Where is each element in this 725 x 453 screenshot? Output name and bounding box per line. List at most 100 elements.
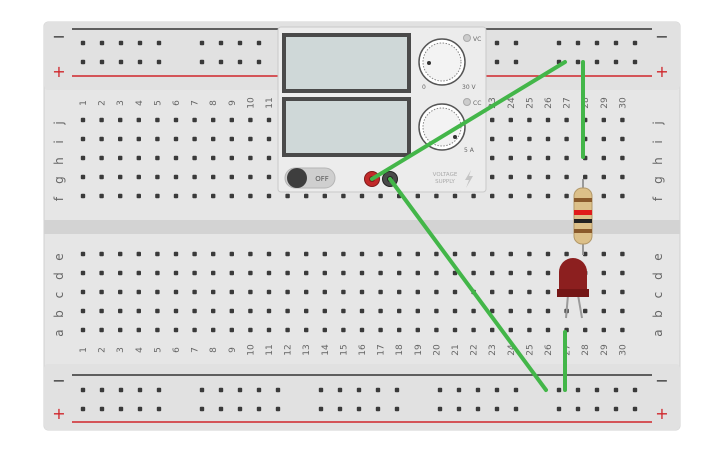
terminal-hole[interactable] [397, 270, 402, 276]
rail-hole[interactable] [475, 406, 481, 412]
terminal-hole[interactable] [173, 308, 179, 314]
terminal-hole[interactable] [266, 155, 272, 161]
terminal-hole[interactable] [80, 308, 86, 314]
terminal-hole[interactable] [564, 174, 569, 180]
terminal-hole[interactable] [285, 193, 290, 199]
terminal-hole[interactable] [397, 289, 402, 295]
terminal-hole[interactable] [527, 289, 532, 295]
terminal-hole[interactable] [601, 136, 606, 142]
terminal-hole[interactable] [266, 270, 272, 276]
terminal-hole[interactable] [378, 193, 383, 199]
rail-hole[interactable] [456, 387, 462, 393]
terminal-hole[interactable] [508, 155, 513, 161]
rail-hole[interactable] [237, 406, 243, 412]
rail-hole[interactable] [475, 387, 481, 393]
terminal-hole[interactable] [304, 308, 309, 314]
terminal-hole[interactable] [118, 136, 123, 142]
terminal-hole[interactable] [136, 117, 141, 123]
terminal-hole[interactable] [211, 270, 216, 276]
terminal-hole[interactable] [359, 193, 365, 199]
terminal-hole[interactable] [155, 117, 160, 123]
terminal-hole[interactable] [471, 308, 476, 314]
terminal-hole[interactable] [211, 193, 216, 199]
terminal-hole[interactable] [322, 270, 327, 276]
rail-hole[interactable] [118, 387, 124, 393]
terminal-hole[interactable] [378, 327, 383, 333]
terminal-hole[interactable] [601, 327, 606, 333]
terminal-hole[interactable] [378, 251, 383, 257]
terminal-hole[interactable] [266, 136, 272, 142]
terminal-hole[interactable] [155, 155, 160, 161]
rail-hole[interactable] [275, 406, 281, 412]
terminal-hole[interactable] [285, 308, 290, 314]
terminal-hole[interactable] [378, 308, 383, 314]
terminal-hole[interactable] [490, 327, 495, 333]
terminal-hole[interactable] [527, 174, 532, 180]
rail-hole[interactable] [437, 406, 443, 412]
terminal-hole[interactable] [229, 289, 234, 295]
terminal-hole[interactable] [136, 136, 141, 142]
rail-hole[interactable] [199, 387, 205, 393]
terminal-hole[interactable] [266, 327, 272, 333]
terminal-hole[interactable] [229, 174, 234, 180]
terminal-hole[interactable] [471, 251, 476, 257]
terminal-hole[interactable] [155, 136, 160, 142]
terminal-hole[interactable] [192, 174, 197, 180]
rail-hole[interactable] [156, 406, 162, 412]
rail-hole[interactable] [80, 59, 86, 65]
terminal-hole[interactable] [620, 289, 625, 295]
rail-hole[interactable] [337, 406, 343, 412]
rail-hole[interactable] [494, 40, 500, 46]
rail-hole[interactable] [513, 40, 519, 46]
terminal-hole[interactable] [192, 193, 197, 199]
terminal-hole[interactable] [304, 193, 309, 199]
terminal-hole[interactable] [118, 155, 123, 161]
terminal-hole[interactable] [583, 308, 588, 314]
rail-hole[interactable] [137, 59, 143, 65]
terminal-hole[interactable] [452, 270, 458, 276]
terminal-hole[interactable] [545, 193, 551, 199]
terminal-hole[interactable] [434, 289, 439, 295]
terminal-hole[interactable] [192, 117, 197, 123]
terminal-hole[interactable] [266, 193, 272, 199]
rail-hole[interactable] [156, 59, 162, 65]
terminal-hole[interactable] [341, 251, 346, 257]
terminal-hole[interactable] [378, 289, 383, 295]
terminal-hole[interactable] [527, 308, 532, 314]
rail-hole[interactable] [99, 387, 105, 393]
terminal-hole[interactable] [266, 251, 272, 257]
terminal-hole[interactable] [118, 117, 123, 123]
rail-hole[interactable] [256, 406, 262, 412]
terminal-hole[interactable] [173, 174, 179, 180]
terminal-hole[interactable] [285, 251, 290, 257]
terminal-hole[interactable] [118, 289, 123, 295]
terminal-hole[interactable] [341, 327, 346, 333]
terminal-hole[interactable] [248, 327, 253, 333]
terminal-hole[interactable] [173, 136, 179, 142]
terminal-hole[interactable] [80, 270, 86, 276]
terminal-hole[interactable] [620, 308, 625, 314]
terminal-hole[interactable] [118, 270, 123, 276]
terminal-hole[interactable] [527, 270, 532, 276]
terminal-hole[interactable] [508, 117, 513, 123]
terminal-hole[interactable] [490, 270, 495, 276]
terminal-hole[interactable] [490, 289, 495, 295]
terminal-hole[interactable] [452, 251, 458, 257]
terminal-hole[interactable] [211, 136, 216, 142]
rail-hole[interactable] [218, 59, 224, 65]
terminal-hole[interactable] [99, 270, 104, 276]
terminal-hole[interactable] [118, 308, 123, 314]
terminal-hole[interactable] [545, 155, 551, 161]
terminal-hole[interactable] [452, 289, 458, 295]
terminal-hole[interactable] [564, 193, 569, 199]
rail-hole[interactable] [575, 40, 581, 46]
terminal-hole[interactable] [545, 289, 551, 295]
terminal-hole[interactable] [136, 155, 141, 161]
power-switch-knob[interactable] [287, 168, 307, 188]
terminal-hole[interactable] [248, 174, 253, 180]
terminal-hole[interactable] [266, 117, 272, 123]
rail-hole[interactable] [199, 406, 205, 412]
terminal-hole[interactable] [248, 117, 253, 123]
terminal-hole[interactable] [601, 251, 606, 257]
rail-hole[interactable] [80, 406, 86, 412]
